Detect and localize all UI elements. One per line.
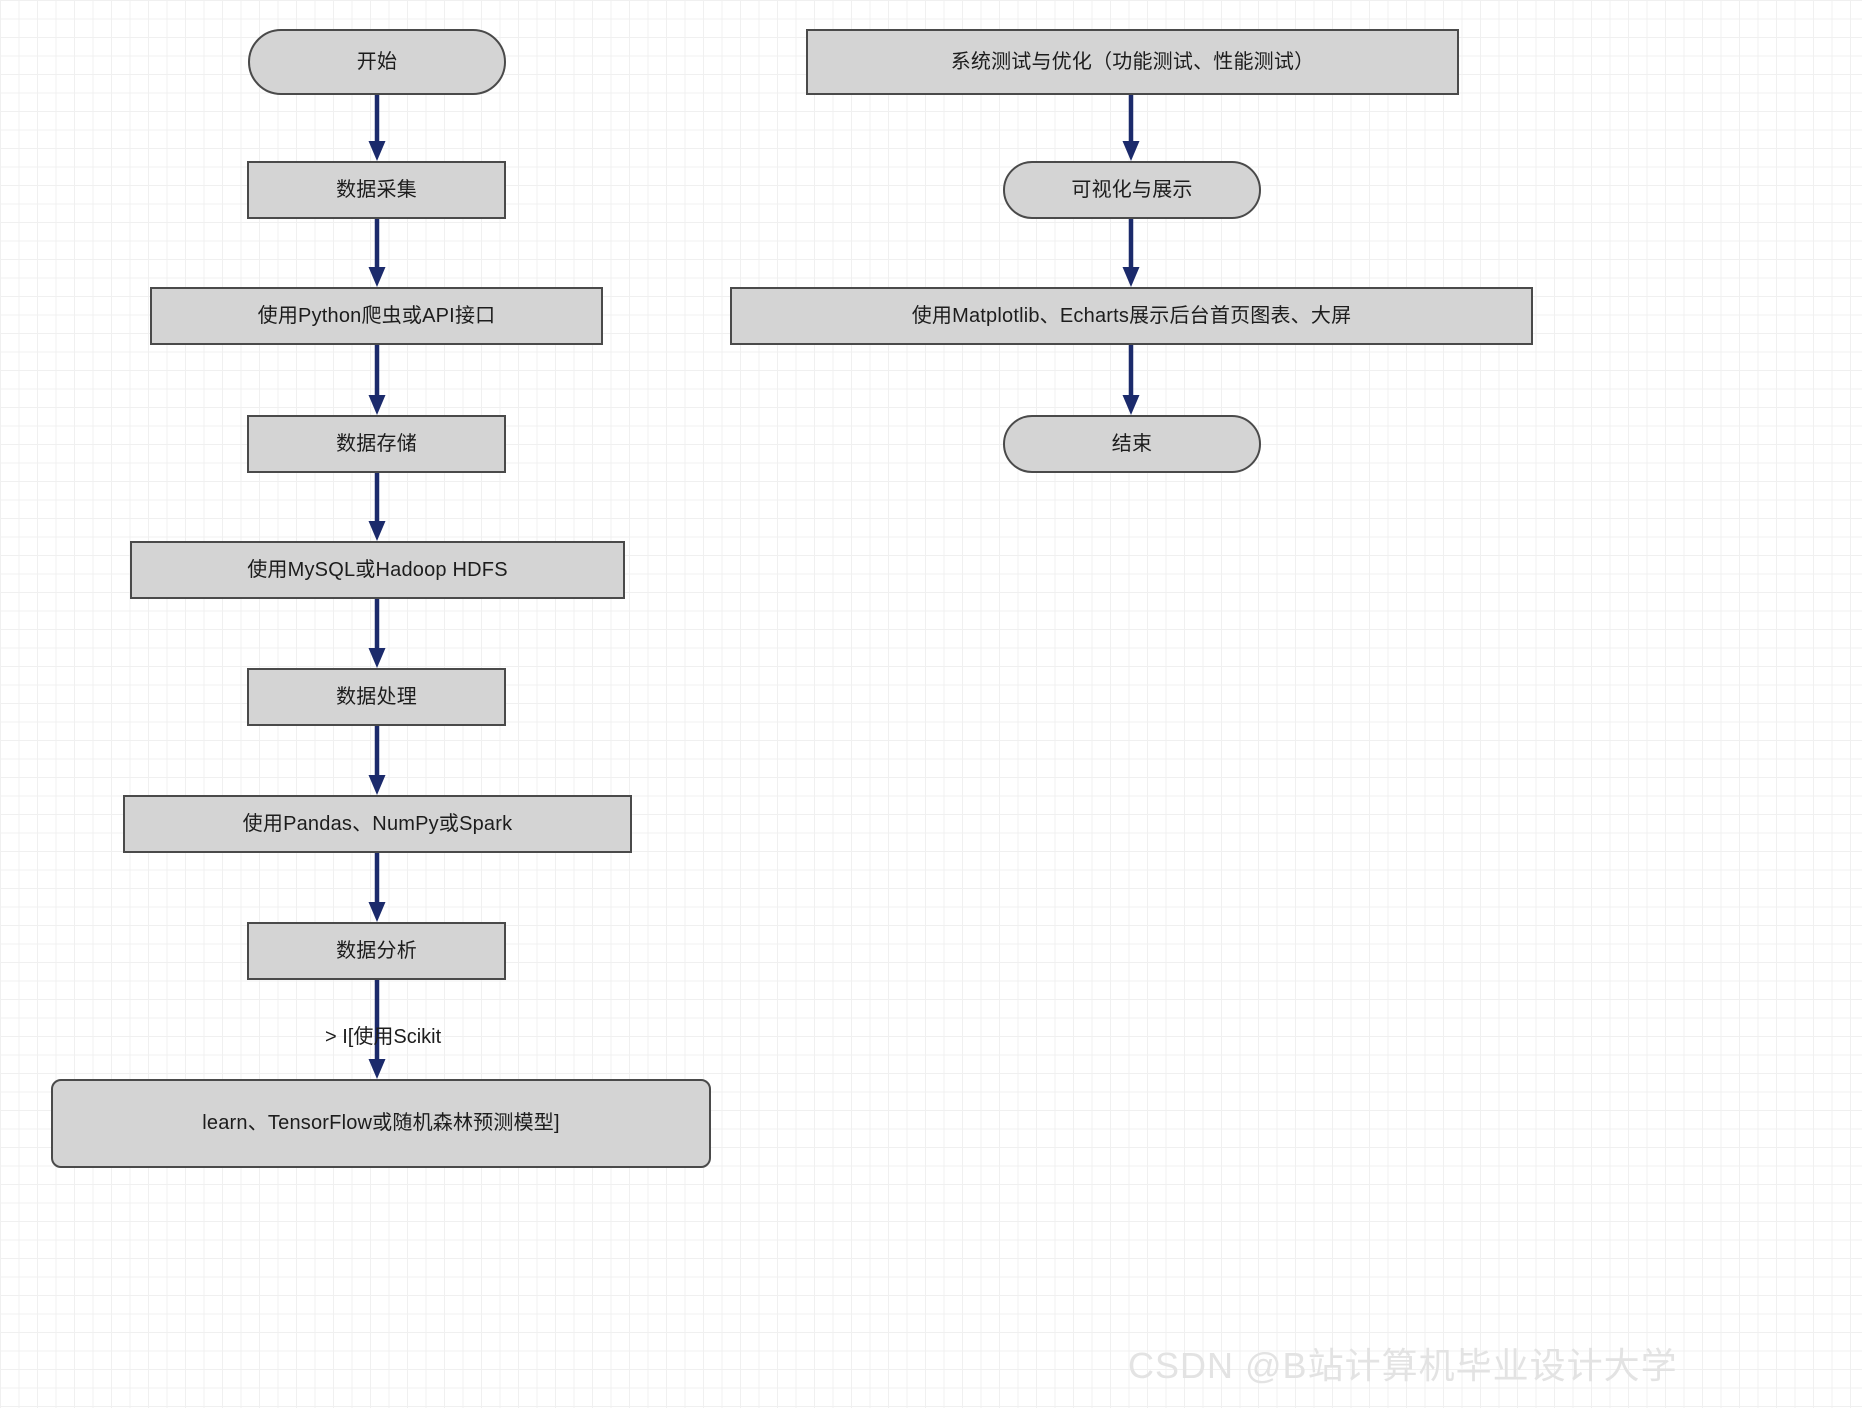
flow-node-store_how[interactable]: 使用MySQL或Hadoop HDFS [130,541,625,599]
flow-node-viz_how[interactable]: 使用Matplotlib、Echarts展示后台首页图表、大屏 [730,287,1533,345]
flow-edge-collect_how-to-store [363,345,391,415]
flow-node-analyze[interactable]: 数据分析 [247,922,506,980]
flow-edge-store_how-to-process [363,599,391,668]
flow-edge-test-to-visual [1117,95,1145,161]
flow-node-process[interactable]: 数据处理 [247,668,506,726]
flow-node-collect_how[interactable]: 使用Python爬虫或API接口 [150,287,603,345]
flow-edge-label-analyze-to-model: > I[使用Scikit [325,1026,442,1048]
flow-edge-viz_how-to-end [1117,345,1145,415]
flow-node-visual[interactable]: 可视化与展示 [1003,161,1261,219]
flow-edge-store-to-store_how [363,473,391,541]
flow-node-model[interactable]: learn、TensorFlow或随机森林预测模型] [51,1079,711,1168]
flow-edge-process_how-to-analyze [363,853,391,922]
flow-node-process_how[interactable]: 使用Pandas、NumPy或Spark [123,795,632,853]
flow-node-end[interactable]: 结束 [1003,415,1261,473]
flow-edge-collect-to-collect_how [363,219,391,287]
flow-edge-process-to-process_how [363,726,391,795]
flow-node-collect[interactable]: 数据采集 [247,161,506,219]
flow-node-test[interactable]: 系统测试与优化（功能测试、性能测试） [806,29,1459,95]
flow-node-store[interactable]: 数据存储 [247,415,506,473]
flow-edge-visual-to-viz_how [1117,219,1145,287]
flow-node-start[interactable]: 开始 [248,29,506,95]
flow-edge-analyze-to-model [363,980,391,1079]
flow-edge-start-to-collect [363,95,391,161]
csdn-watermark: CSDN @B站计算机毕业设计大学 [1128,1345,1678,1386]
